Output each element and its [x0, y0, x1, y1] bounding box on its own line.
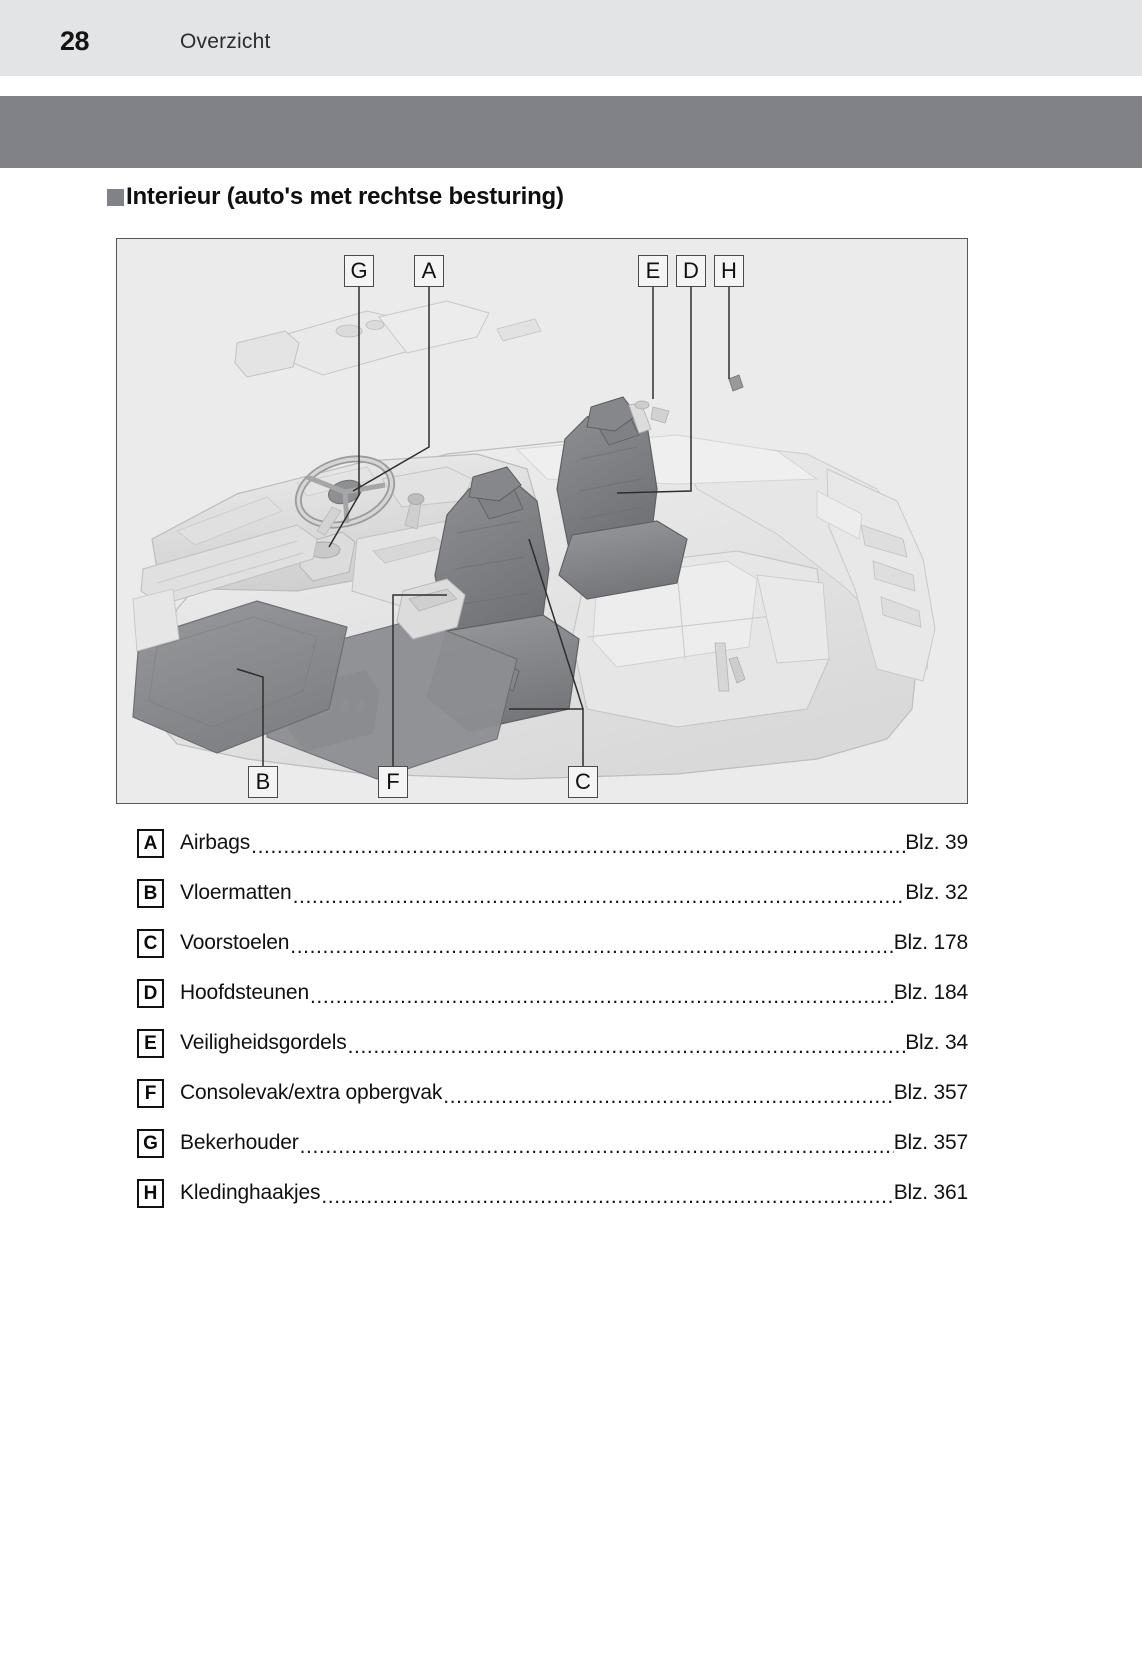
- driver-headrest: [468, 466, 522, 502]
- section-band: [0, 96, 1142, 168]
- callout-a: A: [414, 255, 444, 287]
- door-sill: [132, 524, 318, 652]
- index-key-h: H: [137, 1178, 164, 1208]
- callout-b: B: [248, 766, 278, 798]
- index-row-g[interactable]: G Bekerhouder ..........................…: [116, 1118, 968, 1168]
- floor-mat-inner: [148, 616, 318, 728]
- interior-illustration: G A E D H B F C: [116, 238, 968, 804]
- index-dots: ........................................…: [347, 1035, 906, 1058]
- index-dots: ........................................…: [290, 935, 894, 958]
- page-header: [0, 0, 1142, 76]
- index-row-f[interactable]: F Consolevak/extra opbergvak ...........…: [116, 1068, 968, 1118]
- index-label-c: Voorstoelen: [180, 931, 290, 954]
- instrument-cluster: [381, 466, 473, 508]
- section-heading-label: Interieur (auto's met rechtse besturing): [126, 183, 564, 210]
- front-seatbelt: [628, 400, 670, 434]
- index-key-d: D: [137, 978, 164, 1008]
- index-label-h: Kledinghaakjes: [180, 1181, 321, 1204]
- square-bullet-icon: [107, 188, 124, 206]
- index-page-c: Blz. 178: [893, 931, 968, 954]
- callout-g: G: [344, 255, 374, 287]
- index-key-a: A: [137, 828, 164, 858]
- index-label-g: Bekerhouder: [180, 1131, 299, 1154]
- index-key-e: E: [137, 1028, 164, 1058]
- index-row-b[interactable]: B Vloermatten ..........................…: [116, 868, 968, 918]
- callout-h: H: [714, 255, 744, 287]
- leader-lines: [236, 287, 730, 766]
- coat-hook: [728, 374, 744, 392]
- index-row-d[interactable]: D Hoofdsteunen .........................…: [116, 968, 968, 1018]
- passenger-headrest: [586, 396, 638, 432]
- index-page-d: Blz. 184: [893, 981, 968, 1004]
- overhead-console: [234, 300, 542, 378]
- index-dots: ........................................…: [251, 835, 905, 858]
- section-heading: Interieur (auto's met rechtse besturing): [107, 182, 564, 212]
- index-key-g: G: [137, 1128, 164, 1158]
- index-row-e[interactable]: E Veiligheidsgordels ...................…: [116, 1018, 968, 1068]
- interior-index-list: A Airbags ..............................…: [116, 818, 968, 1218]
- index-row-c[interactable]: C Voorstoelen ..........................…: [116, 918, 968, 968]
- dash-vent-left: [176, 496, 283, 546]
- shift-knob: [407, 493, 425, 505]
- index-dots: ........................................…: [309, 985, 894, 1008]
- chapter-title: Overzicht: [180, 30, 271, 53]
- callout-e: E: [638, 255, 668, 287]
- index-label-b: Vloermatten: [180, 881, 292, 904]
- index-page-f: Blz. 357: [893, 1081, 968, 1104]
- interior-diagram-svg: [132, 287, 936, 780]
- index-page-h: Blz. 361: [893, 1181, 968, 1204]
- index-key-b: B: [137, 878, 164, 908]
- index-page-e: Blz. 34: [905, 1031, 968, 1054]
- callout-f: F: [378, 766, 408, 798]
- index-label-d: Hoofdsteunen: [180, 981, 309, 1004]
- floor-mat: [132, 600, 348, 754]
- index-page-a: Blz. 39: [905, 831, 968, 854]
- rear-seatbelts: [714, 642, 746, 692]
- index-row-a[interactable]: A Airbags ..............................…: [116, 818, 968, 868]
- index-key-f: F: [137, 1078, 164, 1108]
- index-key-c: C: [137, 928, 164, 958]
- index-label-f: Consolevak/extra opbergvak: [180, 1081, 443, 1104]
- index-page-b: Blz. 32: [905, 881, 968, 904]
- callout-d: D: [676, 255, 706, 287]
- page-number: 28: [60, 26, 90, 56]
- index-dots: ........................................…: [292, 885, 906, 908]
- index-row-h[interactable]: H Kledinghaakjes .......................…: [116, 1168, 968, 1218]
- steering-column: [316, 506, 342, 536]
- index-label-e: Veiligheidsgordels: [180, 1031, 347, 1054]
- index-dots: ........................................…: [321, 1185, 894, 1208]
- door-trim-panels: [816, 468, 936, 682]
- index-dots: ........................................…: [443, 1085, 894, 1108]
- callout-c: C: [568, 766, 598, 798]
- index-label-a: Airbags: [180, 831, 251, 854]
- index-dots: ........................................…: [299, 1135, 894, 1158]
- index-page-g: Blz. 357: [893, 1131, 968, 1154]
